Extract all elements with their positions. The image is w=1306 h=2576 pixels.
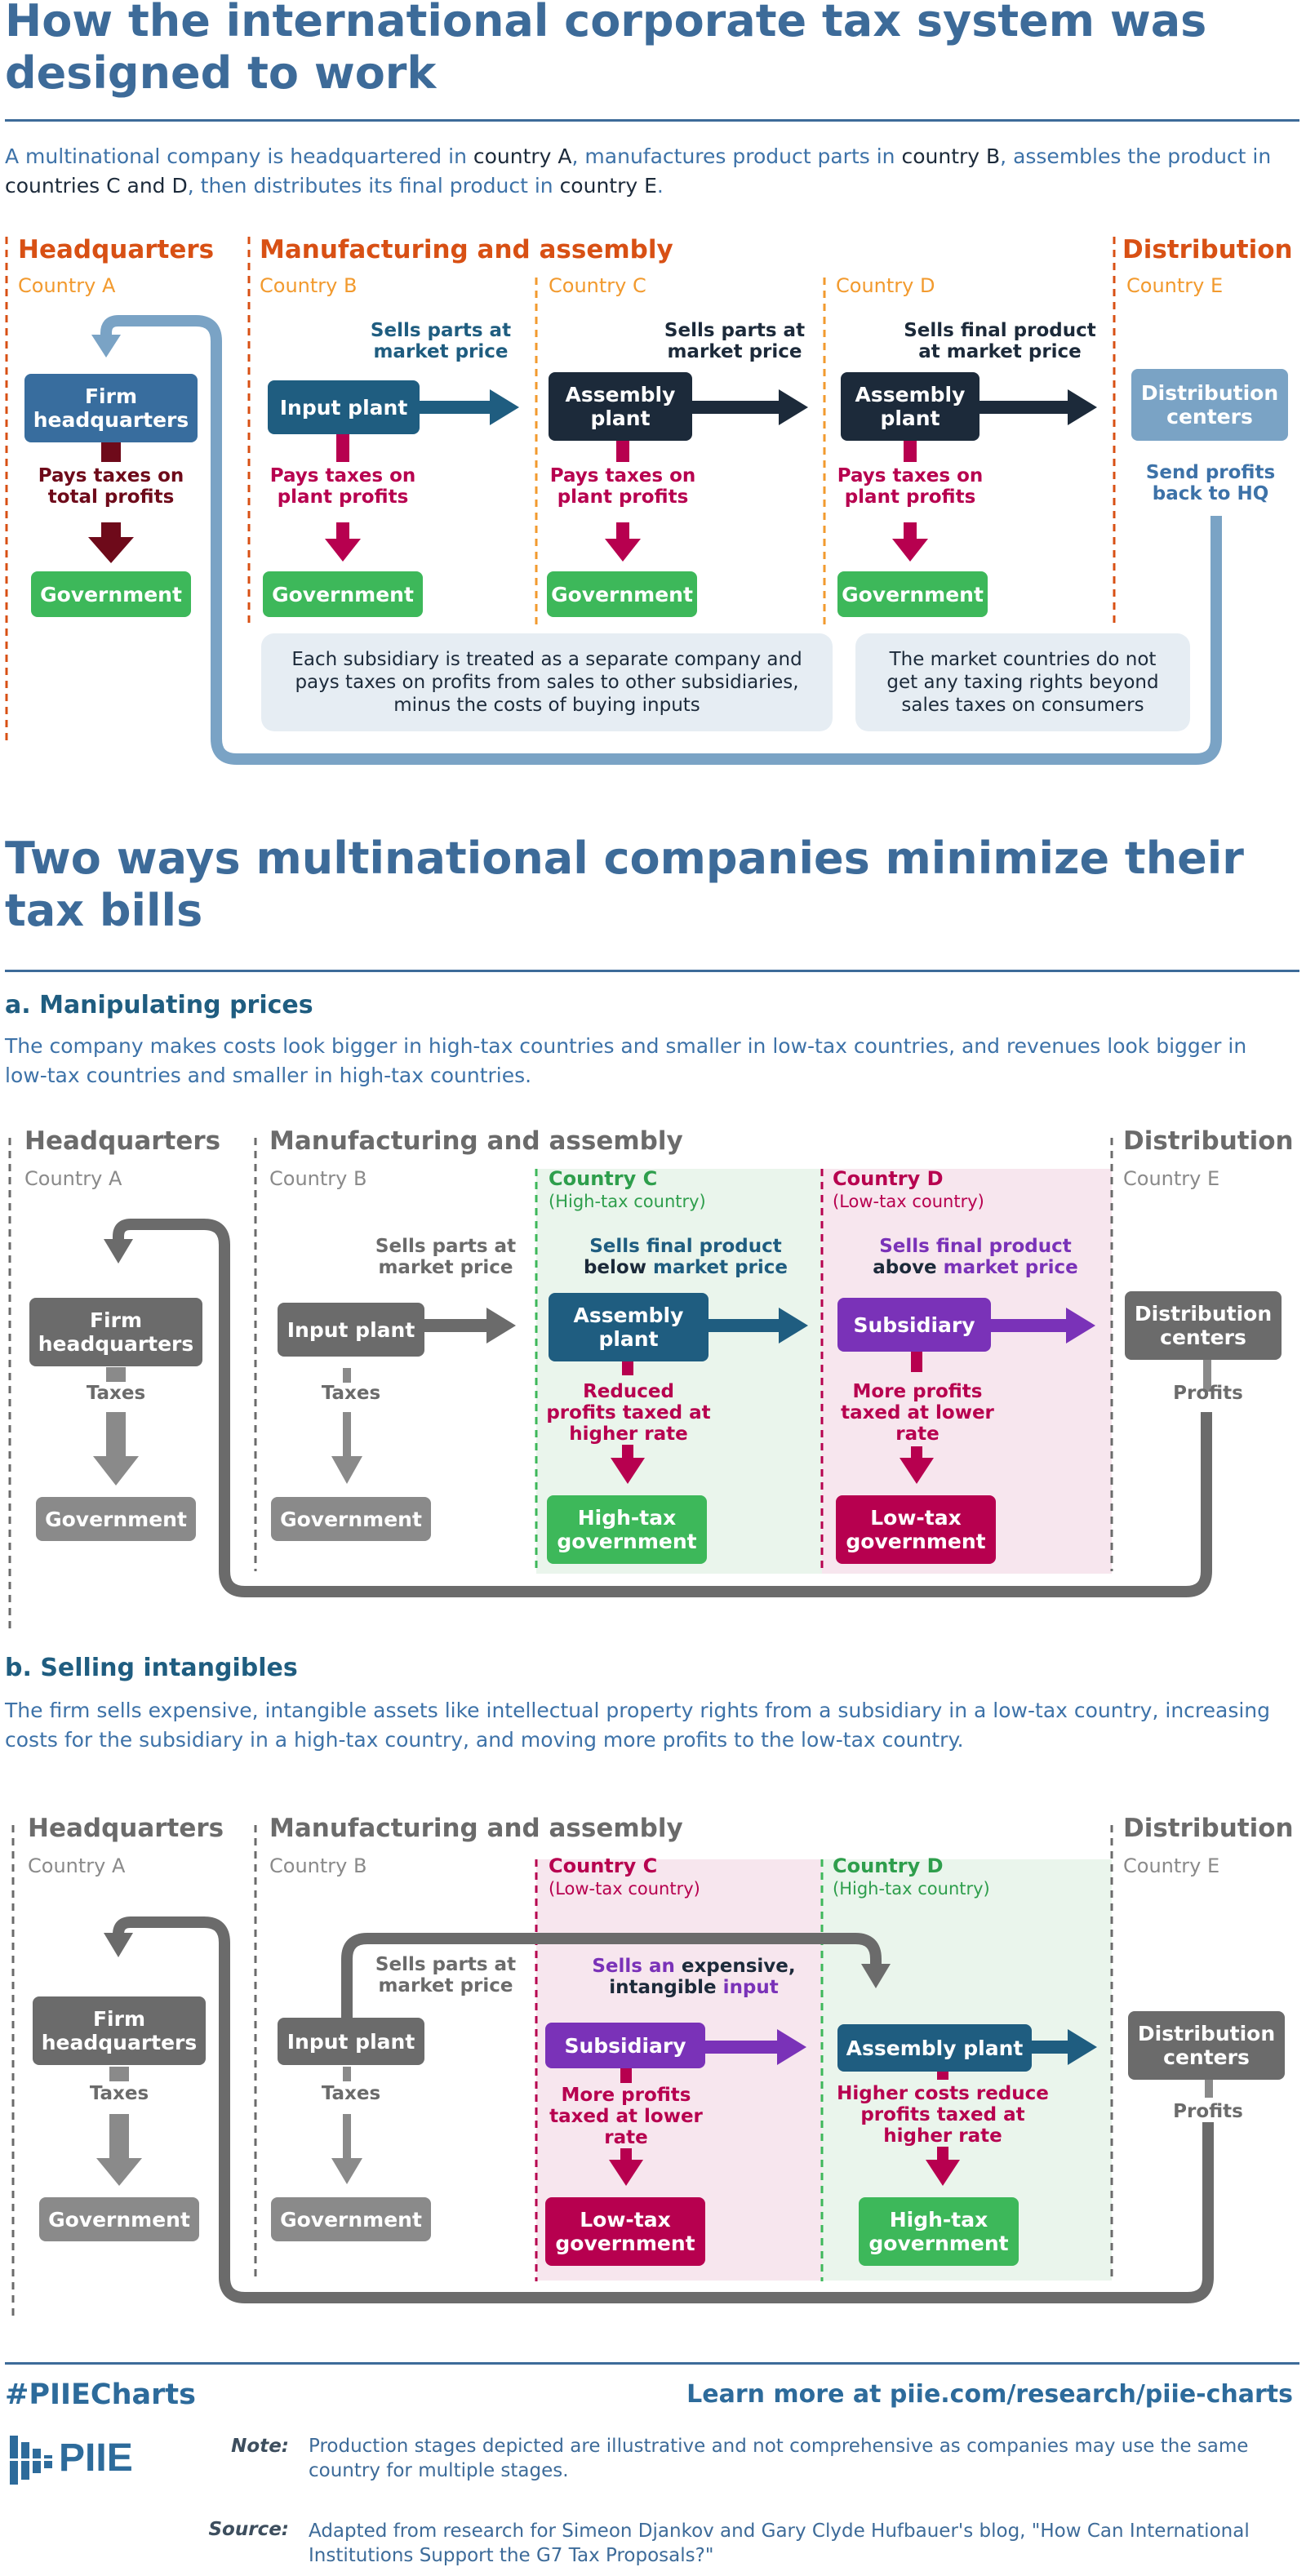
country-a: Country A [18,274,116,297]
title-rule [5,119,1299,122]
hashtag: #PIIECharts [5,2378,196,2411]
b-country-a: Country A [28,1854,126,1877]
piie-logo-mark-icon [8,2436,57,2485]
intro-selling-intangibles: The firm sells expensive, intangible ass… [5,1699,1271,1752]
heading-manipulating-prices: a. Manipulating prices [5,991,313,1019]
a-input-plant-box: Input plant [278,1303,424,1357]
a-government-b: Government [271,1497,431,1541]
b-label-higher-costs: Higher costs reduce profits taxed at hig… [837,2083,1049,2147]
source-label: Source: [208,2519,289,2540]
header-manufacturing: Manufacturing and assembly [260,235,673,264]
b-label-sells-parts: Sells parts at market price [364,1954,527,1996]
a-label-sells-parts: Sells parts at market price [375,1236,517,1278]
label-sells-parts-b: Sells parts at market price [370,320,512,362]
government-c: Government [547,571,697,617]
a-label-taxes-a: Taxes [86,1383,146,1404]
b-high-tax-government: High-tax government [859,2197,1019,2266]
government-a: Government [31,571,191,617]
a-firm-hq-box: Firm headquarters [29,1298,202,1366]
a-assembly-plant-box: Assembly plant [549,1293,709,1361]
header-distribution: Distribution [1122,235,1293,264]
firm-hq-box: Firm headquarters [24,374,198,442]
note-label: Note: [231,2436,289,2457]
a-label-reduced: Reduced profits taxed at higher rate [546,1381,711,1445]
intro-text: A multinational company is headquartered… [5,144,1272,198]
b-input-plant-box: Input plant [278,2018,424,2065]
b-government-a: Government [39,2197,199,2241]
a-label-taxes-b: Taxes [321,1383,381,1404]
b-country-d: Country D [833,1854,944,1877]
distribution-centers-box: Distribution centers [1131,369,1288,441]
label-pays-plant-d: Pays taxes on plant profits [837,465,984,508]
a-country-d: Country D [833,1167,944,1190]
assembly-plant-d-box: Assembly plant [841,372,980,441]
country-e: Country E [1126,274,1224,297]
country-d: Country D [836,274,935,297]
a-label-sells-below: Sells final product below market price [583,1236,788,1278]
a-country-c-sub: (High-tax country) [549,1192,706,1211]
a-header-manufacturing: Manufacturing and assembly [269,1126,683,1156]
a-low-tax-government: Low-tax government [836,1495,996,1564]
b-header-headquarters: Headquarters [28,1814,224,1843]
a-country-a: Country A [24,1167,122,1190]
a-header-distribution: Distribution [1123,1126,1294,1156]
b-country-d-sub: (High-tax country) [833,1879,990,1899]
b-subsidiary-box: Subsidiary [545,2023,705,2068]
piie-logo-text: PIIE [59,2436,133,2480]
b-label-taxes-b: Taxes [321,2083,381,2104]
a-country-e: Country E [1123,1167,1220,1190]
country-c: Country C [549,274,646,297]
a-distribution-box: Distribution centers [1125,1291,1282,1360]
assembly-plant-c-box: Assembly plant [549,372,692,441]
label-send-profits: Send profits back to HQ [1145,462,1276,504]
note-market: The market countries do not get any taxi… [855,633,1190,731]
a-label-sells-above: Sells final product above market price [873,1236,1078,1278]
a-high-tax-government: High-tax government [547,1495,707,1564]
page-title: How the international corporate tax syst… [5,0,1207,99]
source-text: Adapted from research for Simeon Djankov… [309,2520,1250,2566]
b-country-e: Country E [1123,1854,1220,1877]
b-low-tax-government: Low-tax government [545,2197,705,2266]
a-subsidiary-box: Subsidiary [837,1298,991,1352]
a-header-headquarters: Headquarters [24,1126,221,1156]
note-subsidiary: Each subsidiary is treated as a separate… [261,633,833,731]
section2-title: Two ways multinational companies minimiz… [5,833,1244,936]
b-country-b: Country B [269,1854,367,1877]
a-country-d-sub: (Low-tax country) [833,1192,984,1211]
b-label-more-profits: More profits taxed at lower rate [549,2085,703,2148]
label-sells-parts-c: Sells parts at market price [664,320,806,362]
a-country-b: Country B [269,1167,367,1190]
intro-manipulating-prices: The company makes costs look bigger in h… [5,1034,1247,1087]
section2-rule [5,970,1299,972]
learn-more-link[interactable]: Learn more at piie.com/research/piie-cha… [686,2380,1293,2409]
b-assembly-plant-box: Assembly plant [837,2024,1032,2072]
a-country-c: Country C [549,1167,658,1190]
b-distribution-box: Distribution centers [1128,2011,1285,2080]
label-pays-plant-b: Pays taxes on plant profits [269,465,416,508]
b-government-b: Government [271,2197,431,2241]
heading-selling-intangibles: b. Selling intangibles [5,1654,298,1682]
country-b: Country B [260,274,358,297]
b-firm-hq-box: Firm headquarters [33,1996,206,2065]
a-label-more-profits: More profits taxed at lower rate [841,1381,994,1445]
b-country-c: Country C [549,1854,658,1877]
government-d: Government [837,571,988,617]
a-government-a: Government [36,1497,196,1541]
b-country-c-sub: (Low-tax country) [549,1879,700,1899]
a-label-profits: Profits [1173,1383,1243,1404]
government-b: Government [263,571,423,617]
header-headquarters: Headquarters [18,235,215,264]
b-label-profits: Profits [1173,2101,1243,2122]
b-header-manufacturing: Manufacturing and assembly [269,1814,683,1843]
label-pays-plant-c: Pays taxes on plant profits [549,465,696,508]
note-text: Production stages depicted are illustrat… [309,2436,1249,2481]
label-sells-final-d: Sells final product at market price [904,320,1096,362]
input-plant-box: Input plant [268,380,420,434]
label-pays-total: Pays taxes on total profits [38,465,184,508]
b-header-distribution: Distribution [1123,1814,1294,1843]
b-label-taxes-a: Taxes [89,2083,149,2104]
b-label-sells-intangible: Sells an expensive, intangible input [592,1956,796,1998]
piie-logo: PIIE [8,2431,171,2488]
